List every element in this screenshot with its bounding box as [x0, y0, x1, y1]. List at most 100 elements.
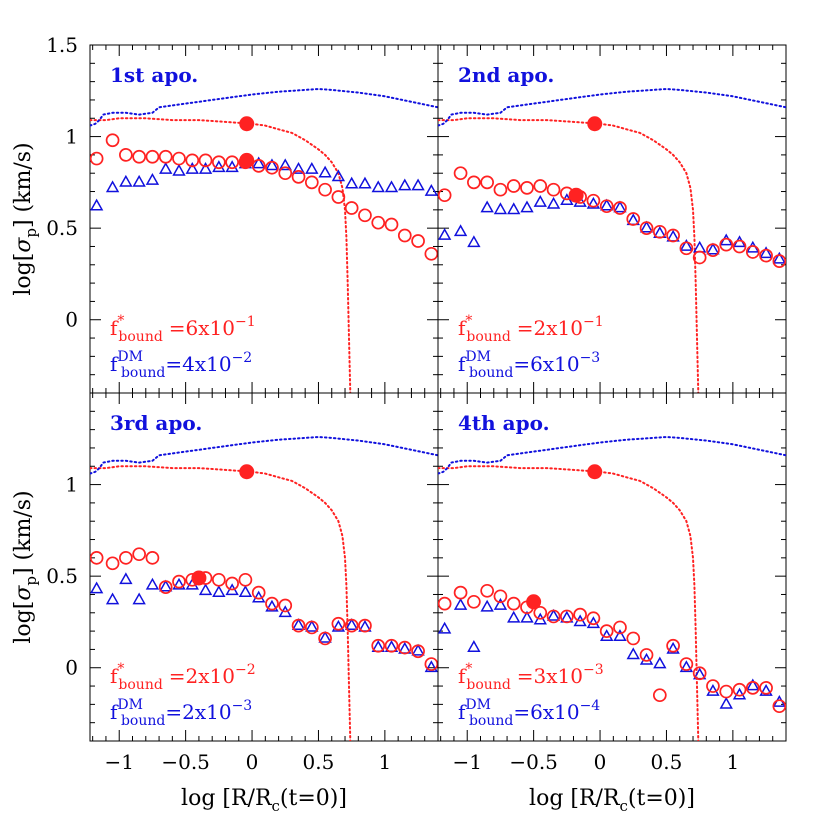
dm-triangle-point	[424, 183, 438, 196]
dm-triangle-point	[653, 656, 667, 669]
star-circle-point	[759, 248, 773, 263]
star-circle-point	[145, 149, 160, 164]
y-tick-label: 0	[65, 656, 78, 680]
dm-triangle-point	[198, 583, 213, 596]
data-layer	[438, 87, 786, 393]
star-circle-point	[533, 179, 548, 193]
bound-subscript: bound	[469, 713, 513, 729]
star-circle-point	[411, 234, 425, 248]
dm-triangle-point	[586, 196, 601, 209]
dm-triangle-point	[520, 200, 534, 213]
star-circle-point	[185, 153, 200, 168]
dm-triangle-point	[746, 678, 760, 691]
x-tick-label: 0.5	[303, 750, 335, 774]
bound-subscript: bound	[118, 329, 162, 345]
star-circle-point	[265, 160, 279, 175]
star-circle-point	[397, 228, 412, 243]
dm-triangle-point	[331, 619, 346, 632]
dm-triangle-point	[520, 610, 534, 623]
star-circle-point	[265, 596, 279, 611]
dm-triangle-point	[172, 163, 186, 176]
ticks	[90, 44, 439, 394]
dm-triangle-point	[626, 647, 640, 660]
f-symbol: f	[458, 700, 467, 724]
stellar-profile-curve	[438, 117, 700, 393]
y-tick-label: 1	[65, 125, 78, 149]
dm-profile-curve	[90, 87, 438, 127]
dm-triangle-point	[679, 660, 694, 673]
star-circle-point	[158, 580, 173, 594]
dm-triangle-point	[318, 630, 332, 643]
x-tick-label: 0	[246, 750, 259, 774]
dm-triangle-point	[90, 581, 104, 594]
y-axis-label-sub: p	[22, 576, 40, 586]
x-axis-label-part: (t=0)]	[628, 786, 695, 811]
star-circle-point	[211, 572, 226, 587]
f-dm-exponent: −3	[580, 350, 601, 366]
dm-triangle-point	[759, 246, 773, 259]
star-circle-point	[626, 212, 641, 226]
f-star-bound-label: f*bound=2x10−2	[110, 661, 256, 693]
star-circle-point	[573, 607, 587, 622]
dm-triangle-point	[467, 235, 481, 248]
dm-triangle-point	[467, 640, 481, 652]
dm-triangle-point	[613, 629, 627, 641]
f-star-value: =2x10	[517, 316, 583, 340]
ticks	[438, 44, 787, 394]
dm-triangle-point	[291, 618, 306, 630]
star-circle-point	[692, 250, 707, 265]
f-star-value: =3x10	[517, 664, 583, 688]
x-tick-label: 0.5	[651, 750, 683, 774]
dm-triangle-point	[145, 173, 160, 185]
filled-dot-point	[239, 116, 255, 132]
star-circle-point	[90, 151, 104, 166]
dm-triangle-point	[305, 619, 319, 632]
star-circle-point	[318, 182, 332, 197]
dm-superscript: DM	[117, 349, 143, 365]
f-star-exponent: −1	[583, 314, 604, 330]
dm-triangle-point	[145, 577, 160, 590]
x-tick-label: −0.5	[509, 750, 558, 774]
star-circle-point	[480, 175, 494, 190]
star-circle-point	[90, 550, 104, 565]
star-circle-point	[626, 631, 641, 646]
dm-triangle-point	[438, 227, 452, 240]
dm-superscript: DM	[465, 697, 491, 713]
star-circle-point	[331, 190, 346, 204]
star-circle-point	[172, 574, 186, 589]
star-circle-point	[613, 620, 627, 635]
f-star-exponent: −1	[235, 314, 256, 330]
dm-triangle-point	[105, 592, 120, 605]
dm-triangle-point	[493, 202, 508, 215]
f-symbol: f	[110, 352, 119, 376]
dm-triangle-point	[639, 220, 654, 233]
ticks	[90, 392, 439, 742]
f-dm-value: =4x10	[165, 352, 231, 376]
dm-triangle-point	[119, 572, 133, 585]
star-circle-point	[438, 596, 452, 611]
bound-subscript: bound	[118, 677, 162, 693]
dm-triangle-point	[225, 160, 239, 173]
star-circle-point	[493, 182, 508, 197]
f-dm-exponent: −4	[580, 698, 601, 714]
star-circle-point	[706, 243, 720, 257]
dm-triangle-point	[666, 641, 680, 654]
dm-triangle-point	[265, 599, 279, 612]
star-circle-point	[666, 228, 680, 243]
f-dm-value: =6x10	[513, 700, 579, 724]
star-circle-point	[679, 657, 694, 671]
dm-triangle-point	[252, 590, 266, 603]
star-circle-point	[371, 638, 386, 653]
star-superscript: *	[117, 661, 124, 677]
star-circle-point	[318, 631, 332, 646]
filled-dot-point	[191, 570, 207, 586]
stellar-profile-curve	[90, 465, 352, 741]
star-circle-point	[119, 148, 133, 162]
star-circle-point	[105, 133, 120, 148]
f-star-value: =6x10	[169, 316, 235, 340]
dm-triangle-point	[507, 202, 521, 215]
star-circle-point	[759, 681, 773, 695]
